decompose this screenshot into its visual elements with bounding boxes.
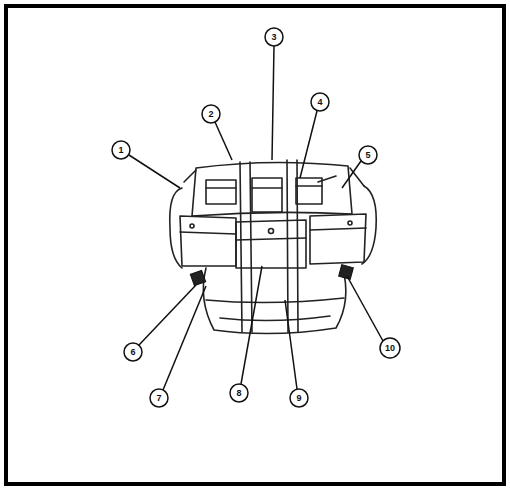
callout-number: 9 <box>292 392 306 404</box>
callout-number: 1 <box>114 144 128 156</box>
frame <box>6 6 504 484</box>
callout-number: 8 <box>232 387 246 399</box>
callout-number: 10 <box>383 342 397 354</box>
callout-number: 7 <box>152 392 166 404</box>
callouts <box>112 28 400 407</box>
callout-number: 6 <box>126 346 140 358</box>
callout-number: 4 <box>313 96 327 108</box>
callout-number: 2 <box>204 108 218 120</box>
buckle <box>190 265 353 286</box>
backpack <box>170 160 377 334</box>
callout-number: 5 <box>361 149 375 161</box>
callout-number: 3 <box>267 31 281 43</box>
